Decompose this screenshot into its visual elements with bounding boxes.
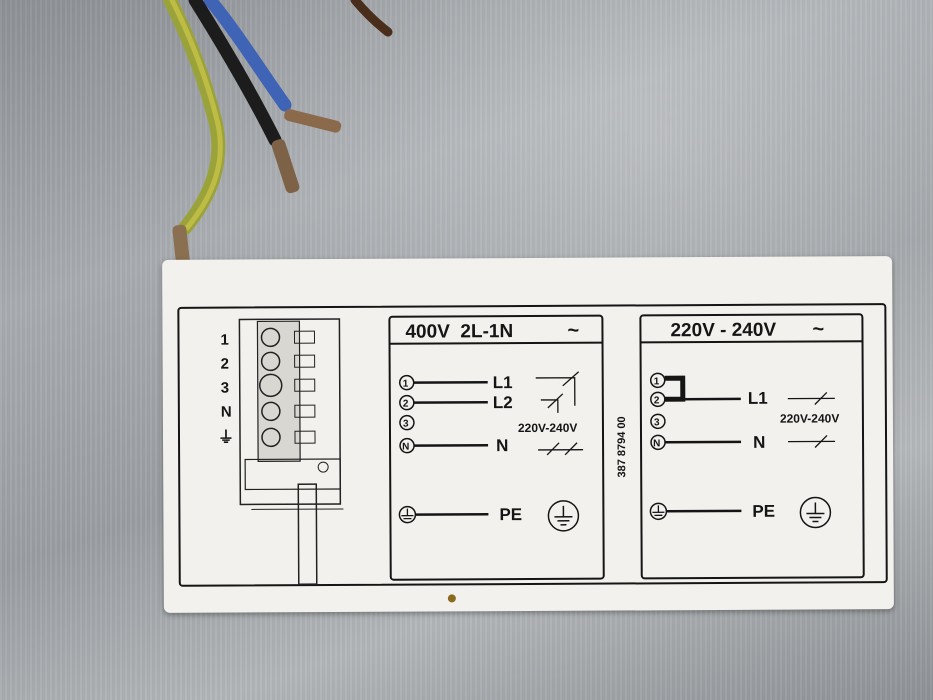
panel-400v-voltage: 220V-240V — [518, 421, 577, 435]
panel-400v-term-2: 2 — [403, 399, 409, 410]
panel-400v: 400V 2L-1N ~ 1 2 3 N L1 L2 N — [388, 314, 605, 581]
panel-230v-ground-icon — [806, 502, 825, 523]
earth-wire-stripe — [169, 0, 223, 231]
wiring-label: 1 2 3 N ⏚ 400V 2L-1N ~ 1 2 3 N L1 L2 N — [162, 256, 894, 613]
serial-number: 387 8794 00 — [616, 416, 628, 477]
pin-2: 2 — [221, 356, 229, 373]
panel-230v-l1: L1 — [748, 389, 768, 408]
panel-230v-bridge — [664, 375, 686, 402]
panel-400v-phase-symbol — [535, 371, 584, 456]
panel-230v-pe-icon — [652, 505, 665, 516]
panel-230v-n: N — [753, 433, 765, 452]
panel-230v-header: 220V - 240V — [670, 320, 776, 342]
terminal-block — [238, 318, 344, 585]
panel-230v-term-3: 3 — [654, 417, 660, 428]
panel-400v-n: N — [496, 436, 508, 455]
panel-400v-term-3: 3 — [403, 419, 409, 430]
adhesive-mark — [447, 594, 456, 603]
black-ferrule — [271, 139, 300, 194]
panel-400v-tilde: ~ — [567, 320, 579, 342]
brown-wire — [350, 0, 393, 37]
panel-230v-term-n: N — [653, 438, 660, 449]
outer-frame — [177, 303, 888, 587]
panel-230v: 220V - 240V ~ 1 2 3 N L1 N 220V-240V — [639, 313, 865, 580]
panel-400v-ground-icon — [554, 505, 573, 526]
pin-n: N — [221, 404, 232, 421]
panel-400v-pe-icon — [401, 508, 414, 520]
panel-400v-header: 400V 2L-1N — [405, 321, 513, 343]
panel-230v-voltage: 220V-240V — [780, 411, 839, 425]
panel-400v-l2: L2 — [493, 393, 513, 412]
panel-230v-phase-symbol — [787, 391, 836, 448]
panel-400v-l1: L1 — [493, 373, 513, 392]
panel-230v-term-2: 2 — [654, 395, 660, 406]
wiring-diagram: 1 2 3 N ⏚ 400V 2L-1N ~ 1 2 3 N L1 L2 N — [177, 303, 888, 603]
pin-3: 3 — [221, 380, 229, 397]
panel-230v-tilde: ~ — [812, 318, 824, 340]
terminal-pin-labels: 1 2 3 N ⏚ — [218, 332, 234, 447]
pin-earth-icon: ⏚ — [218, 428, 234, 447]
pin-1: 1 — [220, 332, 228, 349]
blue-wire — [203, 0, 292, 112]
blue-ferrule — [284, 109, 342, 133]
panel-400v-term-n: N — [402, 442, 409, 453]
panel-230v-term-1: 1 — [654, 376, 660, 387]
panel-400v-term-1: 1 — [403, 379, 409, 390]
panel-230v-pe: PE — [752, 502, 775, 521]
panel-400v-pe: PE — [499, 505, 522, 524]
black-wire — [188, 0, 282, 147]
